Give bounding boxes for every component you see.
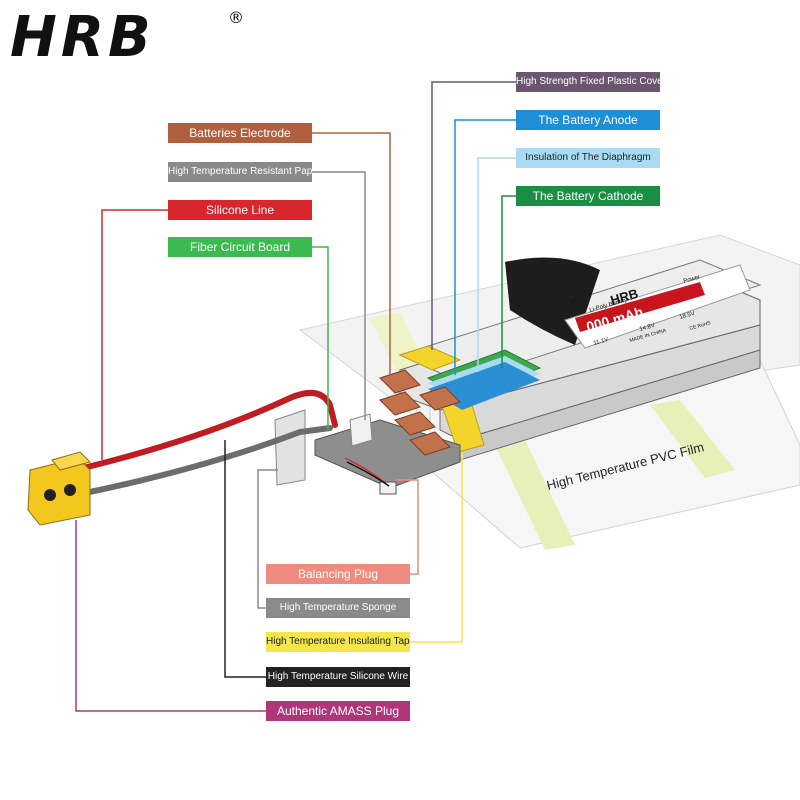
leader-silicone-line [101, 209, 168, 460]
leader-plastic-cover [431, 81, 516, 350]
red-silicone-wire [72, 389, 338, 473]
leader-electrode [312, 132, 391, 375]
sticker-cert: CE RoHS [689, 320, 712, 332]
pvc-film-stripe-3 [650, 400, 735, 478]
leader-silicone-wire [224, 440, 266, 678]
label-sponge: High Temperature Sponge [266, 598, 410, 618]
label-silicone-line: Silicone Line [168, 200, 312, 220]
electrode-tab-1 [379, 369, 421, 394]
sticker-voltage-mid: 14.8V [639, 323, 656, 333]
sticker-voltage-left: 11.1V [593, 337, 609, 347]
label-electrode: Batteries Electrode [168, 123, 312, 143]
label-plastic-cover: High Strength Fixed Plastic Cover [516, 72, 660, 92]
leader-insulating-tape [410, 452, 463, 643]
leader-balancing-plug [395, 479, 419, 575]
pvc-film-stripe-2 [495, 440, 575, 550]
sticker-brand: HRB [609, 286, 640, 308]
sticker-code: XF [569, 298, 580, 307]
electrode-tab-3 [394, 411, 436, 436]
label-resistant-paper: High Temperature Resistant Paper [168, 162, 312, 182]
sponge-block [274, 409, 306, 486]
leader-resistant-paper [312, 171, 366, 420]
registered-mark: ® [228, 8, 244, 27]
leader-diaphragm [477, 157, 516, 372]
battery-sticker-red [575, 282, 705, 332]
leader-fiber-board [312, 246, 329, 430]
brand-logo: HRB [10, 5, 155, 70]
label-anode: The Battery Anode [516, 110, 660, 130]
resistant-paper [349, 413, 373, 447]
label-diaphragm: Insulation of The Diaphragm [516, 148, 660, 168]
black-silicone-wire [72, 425, 333, 498]
electrode-tab-5 [419, 386, 461, 411]
label-insulating-tape: High Temperature Insulating Tape [266, 632, 410, 652]
leader-sponge [257, 469, 278, 609]
sticker-corner: Power [683, 274, 701, 284]
insulating-tape-top [398, 345, 462, 371]
electrode-tab-4 [409, 431, 451, 456]
leader-cathode [501, 195, 516, 368]
label-fiber-board: Fiber Circuit Board [168, 237, 312, 257]
electrode-tab-2 [379, 391, 421, 416]
label-silicone-wire: High Temperature Silicone Wire [266, 667, 410, 687]
leader-amass-plug [75, 520, 266, 712]
label-amass-plug: Authentic AMASS Plug [266, 701, 410, 721]
label-balancing-plug: Balancing Plug [266, 564, 410, 584]
sticker-voltage-right: 18.5V [679, 311, 696, 321]
leader-anode [454, 119, 516, 375]
label-cathode: The Battery Cathode [516, 186, 660, 206]
balance-plug [379, 481, 397, 495]
